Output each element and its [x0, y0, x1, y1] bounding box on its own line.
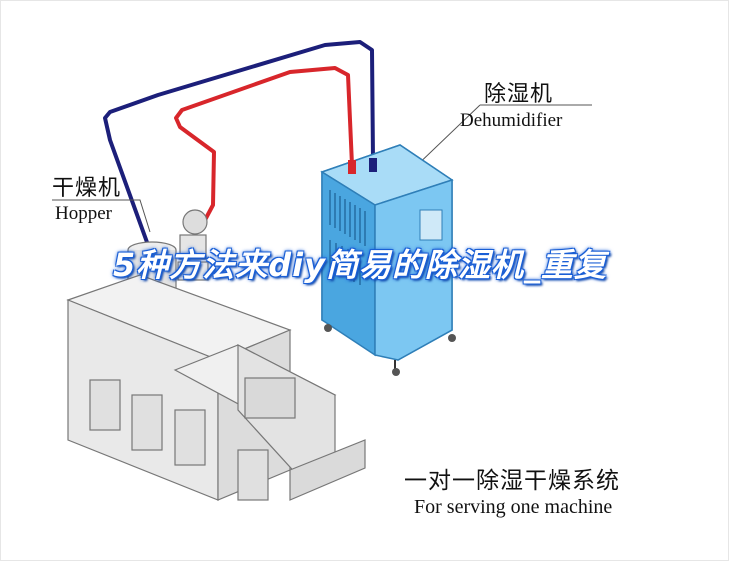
- dehumidifier-label-cn: 除湿机: [484, 82, 554, 107]
- dehumidifier-label-en: Dehumidifier: [460, 110, 563, 131]
- overlay-title: 5种方法来diy简易的除湿机_重复: [112, 246, 607, 284]
- return-air-pipe: [103, 40, 375, 247]
- hopper-label-en: Hopper: [55, 203, 112, 224]
- supply-air-pipe: [174, 66, 354, 222]
- injection-molding-machine: [66, 274, 366, 501]
- dehumidifier-cabinet: [320, 144, 456, 376]
- hopper-label-cn: 干燥机: [52, 176, 122, 201]
- system-label-cn: 一对一除湿干燥系统: [404, 468, 620, 494]
- hopper-leader-line: [52, 199, 151, 233]
- system-label-en: For serving one machine: [414, 496, 613, 518]
